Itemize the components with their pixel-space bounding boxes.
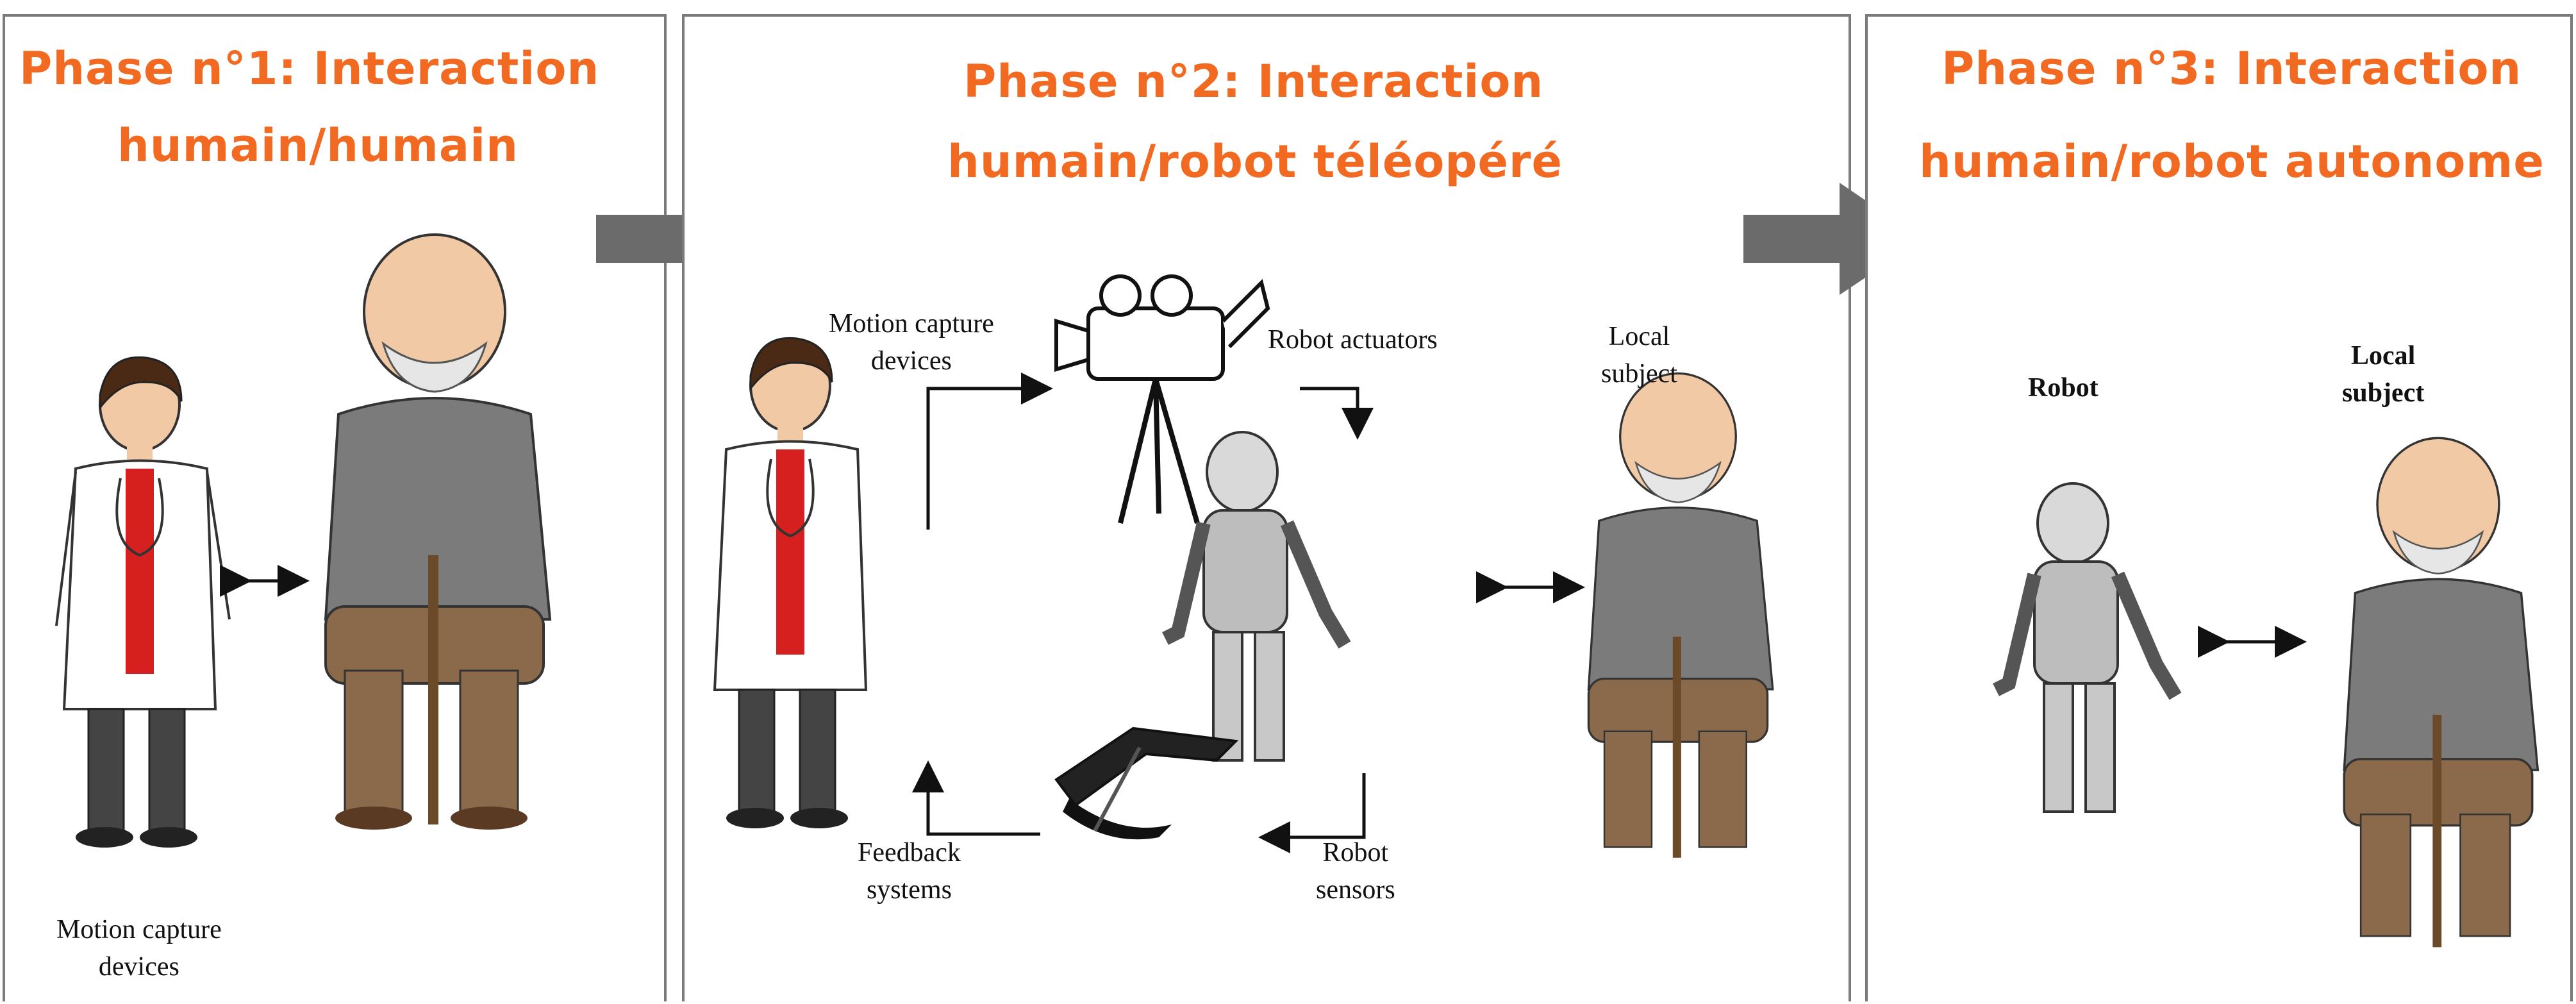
feedback-line2: systems [866,875,952,905]
robot-label: Robot [2028,373,2098,403]
doctor-figure [55,356,231,848]
elderly-man-figure [324,233,552,830]
phase-3-local-line1: Local [2351,341,2416,371]
phase-3-title-line1: Phase n°3: Interaction [1941,42,2522,95]
doctor-figure [713,337,868,828]
elderly-man-figure [2343,437,2539,948]
phase-1-title-line1: Phase n°1: Interaction [19,42,600,95]
phase-2-local-line2: subject [1601,359,1677,389]
robot-actuators-label: Robot actuators [1268,325,1438,355]
phase-2-title-line1: Phase n°2: Interaction [963,55,1544,108]
phase-3-local-line2: subject [2342,378,2425,408]
phase-2-motion-capture-line1: Motion capture [829,309,994,339]
vr-glasses-icon [1054,726,1239,840]
elderly-man-figure [1587,372,1774,858]
phase-1-motion-capture-line2: devices [98,952,179,982]
phase-2-title-line2: humain/robot téléopéré [947,135,1563,188]
robot-sensors-label: Robot sensors [1316,834,1395,908]
phase-1-motion-capture-line1: Motion capture [56,915,222,944]
phase-2-local-subject-label: Local subject [1601,318,1677,392]
feedback-systems-label: Feedback systems [858,834,961,908]
panel-phase-2: Phase n°2: Interaction humain/robot télé… [682,14,1851,1001]
feedback-line1: Feedback [858,838,961,867]
phase-2-motion-capture-label: Motion capture devices [829,305,994,380]
phase-1-motion-capture-label: Motion capture devices [56,911,222,985]
video-camera-icon [1054,274,1270,524]
phase-3-title-line2: humain/robot autonome [1919,135,2545,188]
panel-phase-3: Phase n°3: Interaction humain/robot auto… [1865,14,2573,1001]
phase-1-title-line2: humain/humain [117,119,519,172]
phase-2-motion-capture-line2: devices [870,346,952,376]
sensors-line2: sensors [1316,875,1395,905]
panel-phase-1: Phase n°1: Interaction humain/humain [3,14,667,1001]
humanoid-robot-figure [1993,482,2182,813]
teleop-flow-arrows [912,372,1585,853]
phase-3-local-subject-label: Local subject [2342,337,2424,412]
phase-2-local-line1: Local [1608,322,1670,351]
interaction-arrow-1 [220,565,310,597]
sensors-line1: Robot [1322,838,1389,867]
interaction-arrow-3 [2198,626,2307,658]
